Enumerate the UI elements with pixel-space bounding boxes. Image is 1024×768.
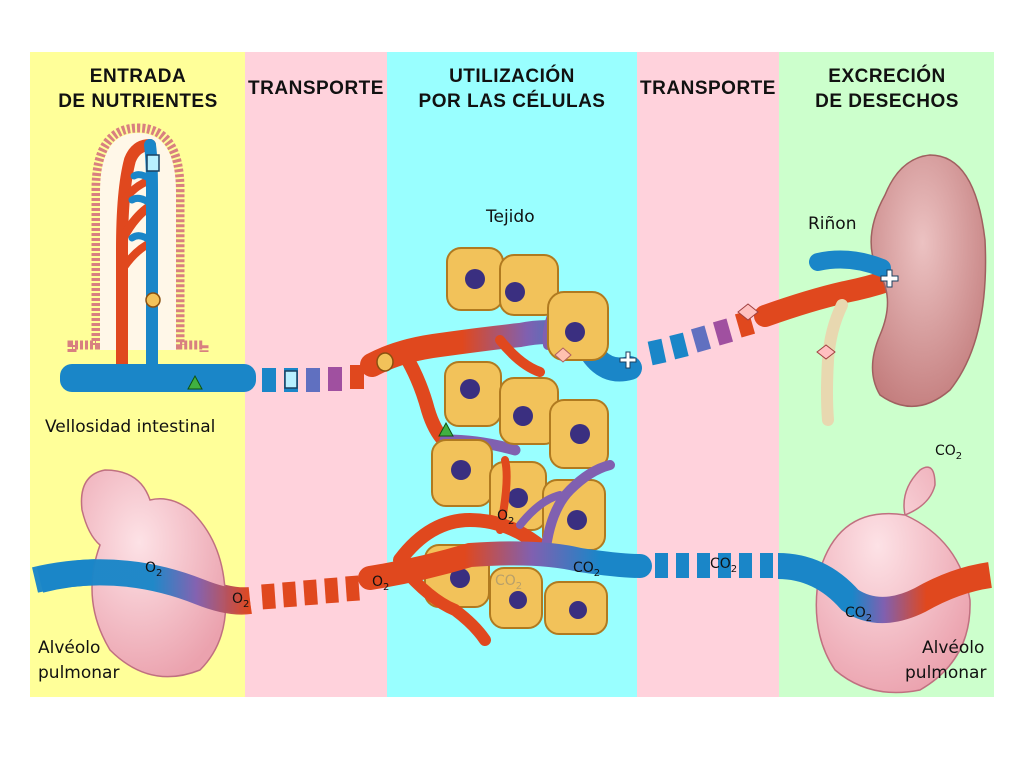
title-transporte-1: TRANSPORTE — [248, 78, 384, 99]
label-alveolo-right-2: pulmonar — [905, 663, 986, 683]
title-entrada-line1: ENTRADA — [90, 66, 186, 87]
label-rinon: Riñon — [808, 214, 857, 234]
co2-vessel-dashes-right — [655, 553, 773, 578]
alveolus-right-vessel — [777, 553, 993, 623]
column-titles: ENTRADA DE NUTRIENTES TRANSPORTE UTILIZA… — [58, 65, 959, 112]
diamond-marker-transport — [737, 303, 759, 321]
oxygen-vessel-dashes-left — [261, 575, 360, 610]
title-excrecion-line2: DE DESECHOS — [815, 91, 959, 112]
label-alveolo-left-2: pulmonar — [38, 663, 119, 683]
kidney — [809, 154, 987, 426]
triangle-marker-tissue — [438, 421, 454, 437]
chemical-labels: O2 O2 O2 O2 CO2 CO2 CO2 CO2 CO2 — [145, 443, 962, 624]
label-alveolo-left-1: Alvéolo — [38, 638, 100, 658]
alveolus-left-vessel — [32, 559, 252, 615]
renal-vein — [809, 250, 891, 277]
o2-label-cell: O2 — [497, 508, 514, 527]
title-utilizacion-line2: POR LAS CÉLULAS — [419, 90, 606, 112]
o2-label-vessel-tissue: O2 — [372, 574, 389, 593]
nutrient-vessel-dashes-left — [262, 365, 364, 392]
cross-marker-kidney — [880, 269, 899, 288]
cross-marker-tissue — [619, 351, 637, 369]
title-utilizacion-line1: UTILIZACIÓN — [449, 65, 575, 87]
co2-label-vessel-tissue: CO2 — [573, 560, 600, 579]
title-entrada-line2: DE NUTRIENTES — [58, 91, 218, 112]
lower-tissue-vessels — [393, 456, 615, 646]
o2-label-vessel-left: O2 — [232, 591, 249, 610]
label-vellosidad: Vellosidad intestinal — [45, 417, 215, 437]
title-excrecion-line1: EXCRECIÓN — [828, 65, 945, 87]
o2-label-alveolus: O2 — [145, 560, 162, 579]
text-labels: Tejido Riñon Vellosidad intestinal Alvéo… — [38, 207, 986, 683]
square-marker-transport — [284, 370, 298, 389]
title-transporte-2: TRANSPORTE — [640, 78, 776, 99]
co2-label-transport: CO2 — [710, 556, 737, 575]
villus-base-vessel — [60, 364, 256, 392]
co2-label-exhale: CO2 — [935, 443, 962, 462]
alveolus-right — [815, 466, 971, 694]
diamond-marker-ureter — [816, 344, 836, 360]
column-transporte-2-bg — [637, 52, 779, 697]
square-marker-villus — [146, 154, 160, 172]
diamond-marker-tissue — [554, 347, 572, 363]
label-tejido: Tejido — [485, 207, 535, 227]
circle-marker-villus — [145, 292, 161, 308]
circle-marker-tissue — [376, 352, 394, 372]
ureter — [821, 299, 848, 426]
triangle-marker-villus — [187, 374, 203, 390]
co2-label-alveolus-right: CO2 — [845, 605, 872, 624]
markers — [145, 154, 899, 437]
co2-label-cell: CO2 — [495, 573, 522, 592]
label-alveolo-right-1: Alvéolo — [922, 638, 984, 658]
